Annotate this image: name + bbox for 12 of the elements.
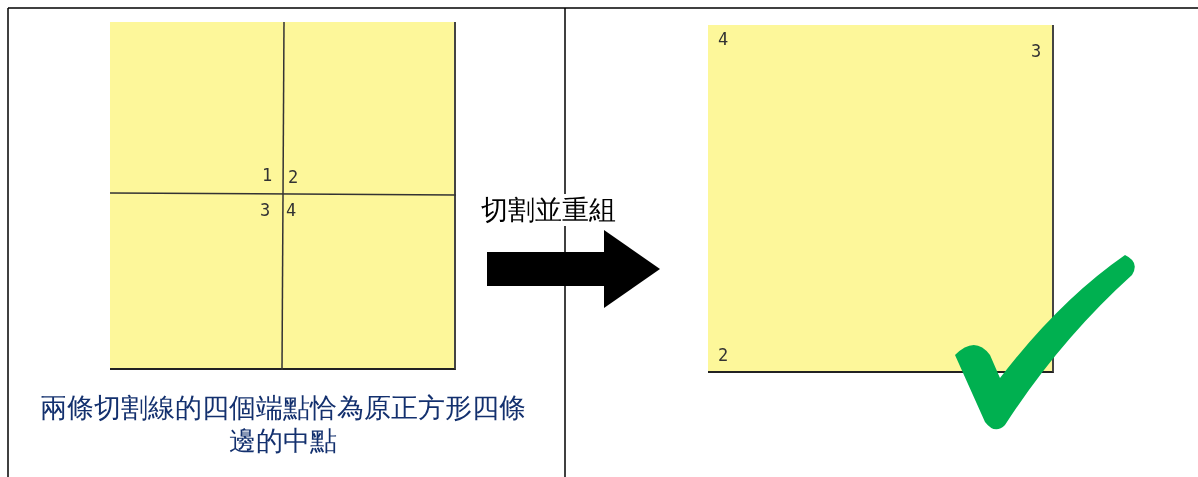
block-arrow: [487, 230, 660, 308]
paper-square: [708, 25, 1054, 373]
handwritten-number: 1: [262, 167, 273, 184]
handwritten-number: 4: [286, 202, 297, 219]
handwritten-number: 4: [718, 31, 729, 48]
handwritten-number: 2: [288, 169, 299, 186]
edge-label: 切割並重組: [478, 194, 619, 227]
node-label: 兩條切割線的四個端點恰為原正方形四條邊的中點: [39, 392, 527, 458]
paper-square: [110, 22, 456, 370]
handwritten-number: 3: [260, 202, 271, 219]
handwritten-number: 3: [1031, 43, 1042, 60]
handwritten-number: 2: [718, 347, 729, 364]
